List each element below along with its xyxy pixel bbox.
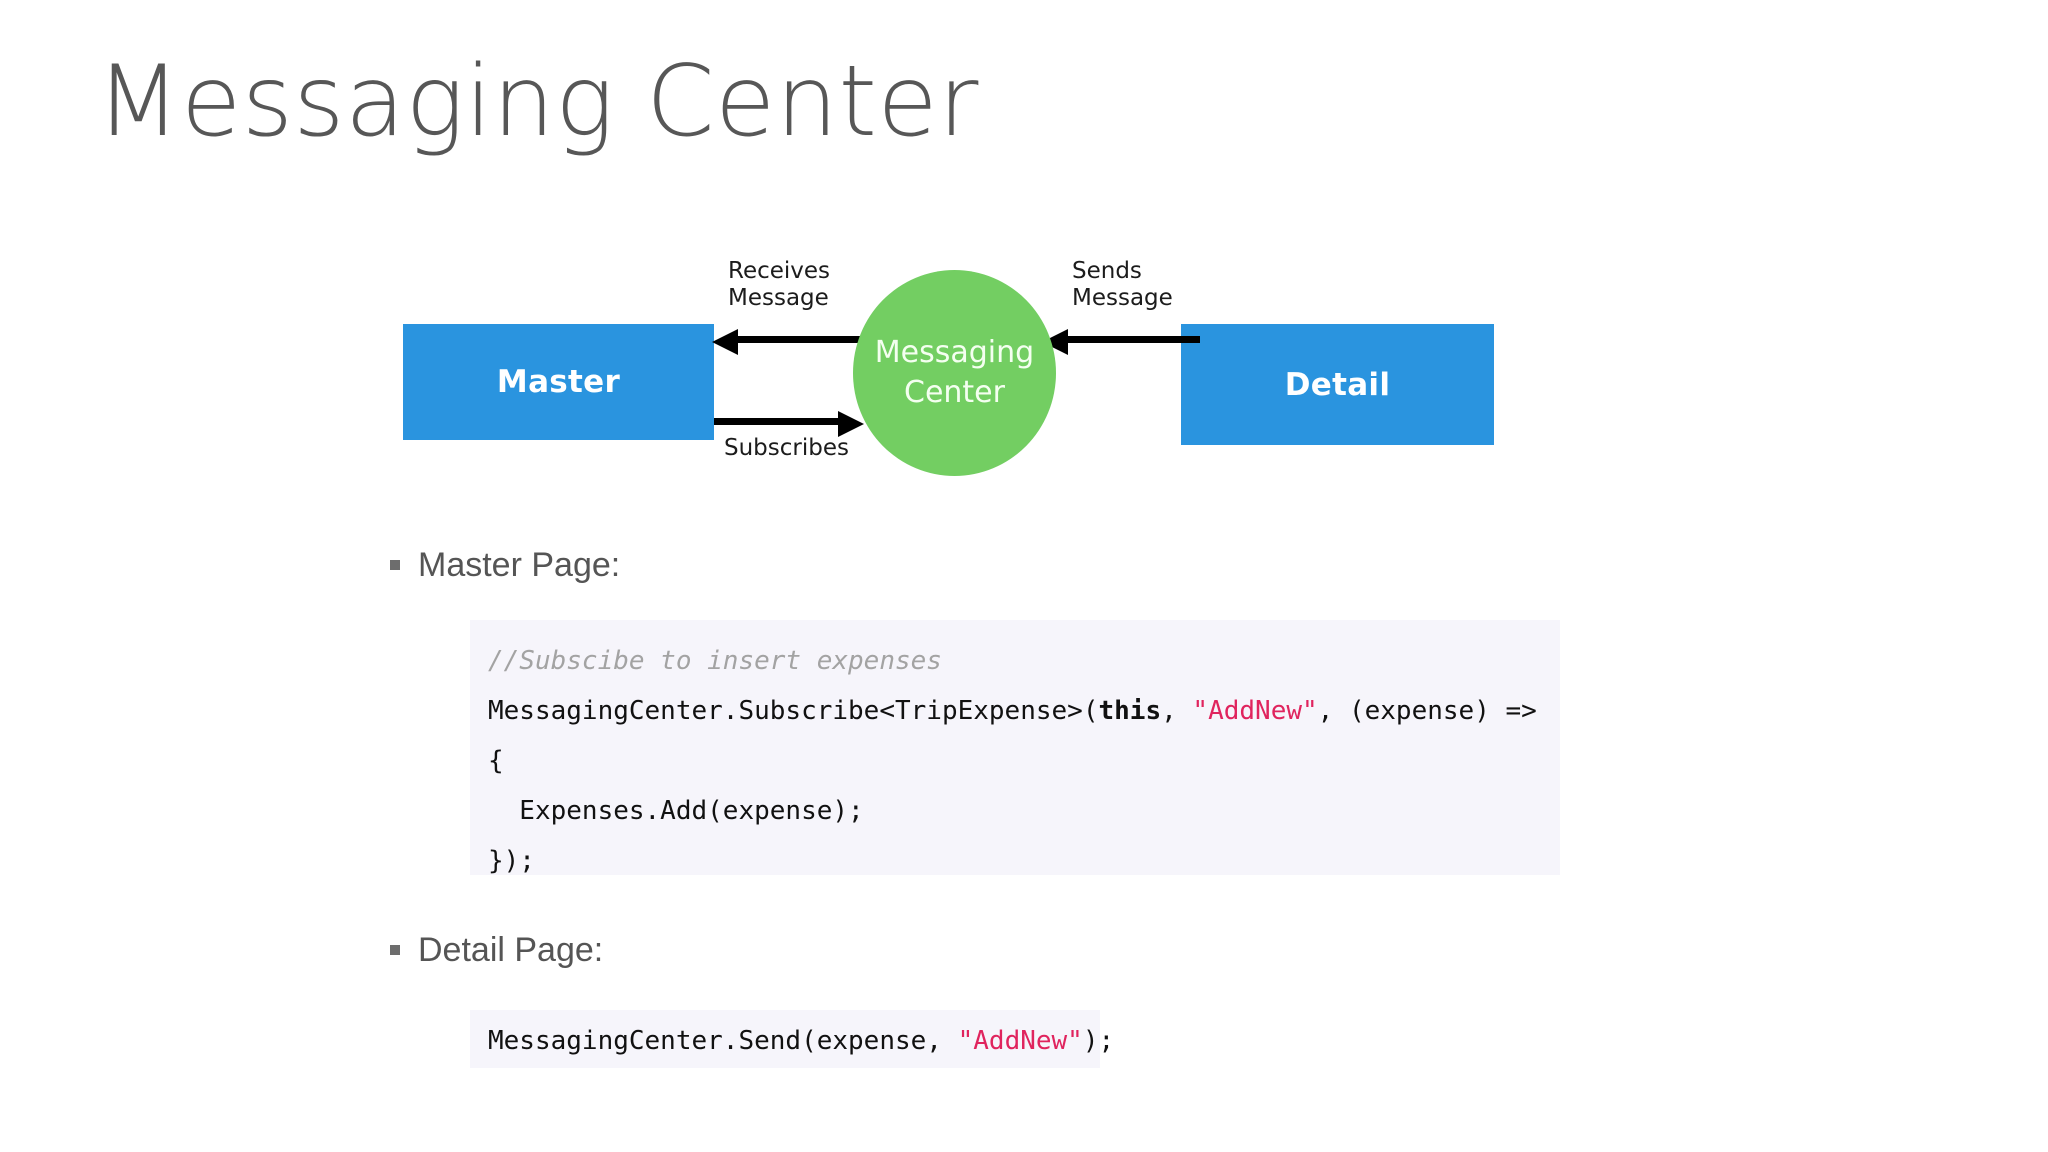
diagram-detail-box: Detail — [1181, 324, 1494, 445]
diagram-hub-label-line-2: Center — [904, 375, 1005, 410]
diagram-caption-subscribes: Subscribes — [724, 435, 849, 461]
diagram-caption-receives-message: Receives Message — [728, 258, 831, 312]
bullet-item-detail-page-label: Detail Page: — [418, 931, 604, 969]
square-bullet-icon — [390, 560, 400, 570]
arrow-sends-message-shaft — [1068, 336, 1200, 343]
diagram-hub-label-line-1: Messaging — [874, 335, 1035, 371]
diagram-caption-sends-message: Sends Message — [1072, 258, 1173, 312]
arrow-receives-message-shaft — [738, 336, 866, 343]
code-comment-subscribe: //Subscibe to insert expenses — [488, 646, 942, 676]
messaging-center-diagram: Master Detail Messaging Center Receives … — [390, 250, 1520, 510]
square-bullet-icon — [390, 945, 400, 955]
code-master-line5: }); — [488, 846, 535, 876]
diagram-master-box: Master — [403, 324, 714, 440]
code-string-addnew: "AddNew" — [957, 1026, 1083, 1056]
arrow-subscribes-head-icon — [838, 411, 864, 437]
code-keyword-this: this — [1098, 696, 1162, 726]
code-master-line2-part1: MessagingCenter.Subscribe<TripExpense>( — [488, 696, 1099, 726]
code-master-line2-part2: , — [1161, 696, 1193, 726]
code-detail-part2: ); — [1082, 1026, 1115, 1056]
code-master-line3: { — [488, 746, 504, 776]
code-master-line4: Expenses.Add(expense); — [488, 796, 864, 826]
bullet-item-master-page-label: Master Page: — [418, 546, 621, 584]
page-title: Messaging Center — [96, 45, 979, 159]
bullet-item-master-page: Master Page: — [390, 548, 620, 582]
code-master-line2-part3: , (expense) => — [1317, 696, 1537, 726]
bullet-item-detail-page: Detail Page: — [390, 933, 603, 967]
arrow-subscribes-shaft — [714, 418, 838, 425]
diagram-messaging-center-hub: Messaging Center — [853, 270, 1056, 476]
code-string-addnew: "AddNew" — [1192, 696, 1318, 726]
arrow-receives-message-head-icon — [712, 329, 738, 355]
code-block-master-page: //Subscibe to insert expenses MessagingC… — [470, 620, 1560, 876]
diagram-detail-box-label: Detail — [1284, 366, 1391, 403]
code-detail-part1: MessagingCenter.Send(expense, — [488, 1026, 958, 1056]
code-block-detail-page: MessagingCenter.Send(expense, "AddNew"); — [470, 1010, 1114, 1068]
diagram-master-box-label: Master — [496, 364, 621, 400]
